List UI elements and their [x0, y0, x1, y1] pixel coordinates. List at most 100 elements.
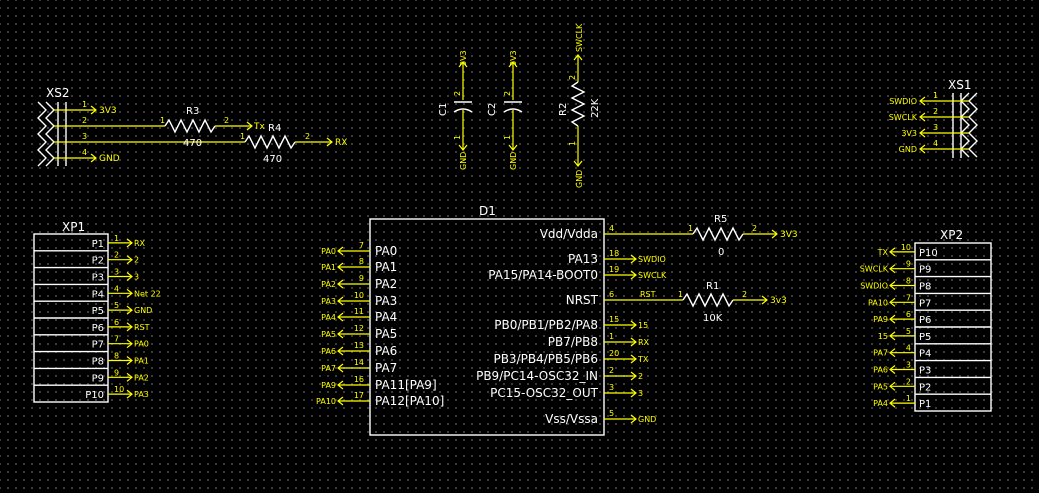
- d1-right-pin-num: 6: [609, 290, 614, 299]
- r4-zigzag: [244, 134, 296, 150]
- resistor-r3[interactable]: R3 1 2 Tx 470: [160, 106, 265, 149]
- xp2-net-label: SWDIO: [860, 282, 888, 291]
- xp1-net-label: Net 22: [134, 289, 161, 298]
- xs2-pin-num-1: 1: [82, 100, 87, 109]
- c1-top-net: 3V3: [459, 50, 468, 66]
- d1-right-pin-name: Vss/Vssa: [545, 412, 598, 426]
- xs2-arrow-4: [90, 153, 97, 163]
- xs2-body-mid: [45, 101, 55, 167]
- xp2-net-label: PA6: [873, 366, 888, 375]
- xp2-pin-label: P2: [919, 382, 931, 393]
- c2-pin1: 1: [503, 135, 512, 140]
- xp2-net-label: PA5: [873, 382, 888, 391]
- d1-body: [369, 218, 605, 436]
- d1-left-net-label: PA5: [321, 330, 336, 339]
- r4-ref: R4: [268, 123, 281, 134]
- r2-pin2: 2: [568, 75, 577, 80]
- resistor-r5[interactable]: R5 1 2 3V3 0: [604, 214, 798, 258]
- xp2-pin-arrow: [889, 297, 896, 307]
- d1-left-net-label: PA0: [321, 247, 336, 256]
- xp1-pin-num: 10: [114, 385, 124, 394]
- xs2-pin-num-4: 4: [82, 148, 87, 157]
- xp1-net-label: 2: [134, 256, 139, 265]
- d1-left-pin-name: PA7: [375, 361, 397, 375]
- d1-left-pin-num: 11: [354, 307, 364, 316]
- xp1-pin-label: P5: [92, 306, 104, 317]
- xp1-net-label: PA1: [134, 357, 149, 366]
- connector-xs1[interactable]: XS1 1 2 3 4 SWDIO SWCLK 3V3 GND: [889, 78, 978, 158]
- xp2-pin-num: 8: [906, 277, 911, 286]
- d1-left-pin-arrow: [337, 296, 344, 306]
- xp2-pin-label: P5: [919, 332, 931, 343]
- r4-pin2: 2: [305, 132, 310, 141]
- xp1-pin-num: 9: [114, 368, 119, 377]
- d1-left-pin-name: PA12[PA10]: [375, 394, 444, 408]
- r2-ref: R2: [558, 103, 569, 116]
- capacitor-c2[interactable]: 3V3 2 C2 1 GND: [487, 50, 523, 170]
- d1-left-pin-arrow: [337, 380, 344, 390]
- mcu-d1[interactable]: D1 PA07PA0PA18PA1PA29PA2PA310PA3PA411PA4…: [316, 204, 667, 436]
- xp2-pin-num: 4: [906, 344, 911, 353]
- d1-left-net-label: PA7: [321, 364, 336, 373]
- d1-right-net-label: 2: [638, 372, 643, 381]
- r2-pin1: 1: [568, 141, 577, 146]
- xs2-pin-num-2: 2: [82, 116, 87, 125]
- xp1-pin-arrow: [126, 255, 133, 265]
- r3-zigzag: [164, 118, 216, 134]
- r2-bottom-net: GND: [575, 170, 584, 188]
- r5-pin2: 2: [752, 224, 757, 233]
- xp1-pin-arrow: [126, 372, 133, 382]
- r1-pin1: 1: [678, 290, 683, 299]
- r3-net: Tx: [253, 122, 265, 132]
- xp2-net-label: PA9: [873, 315, 888, 324]
- d1-right-pin-name: PC15-OSC32_OUT: [490, 386, 598, 400]
- r3-pin2: 2: [224, 116, 229, 125]
- c1-plate-bottom: [453, 108, 473, 113]
- xp2-net-label: PA4: [873, 399, 888, 408]
- xp1-net-label: PA2: [134, 373, 149, 382]
- connector-xp2[interactable]: XP2 P1010TXP99SWCLKP88SWDIOP77PA10P66PA9…: [860, 228, 992, 412]
- xp2-pin-label: P7: [919, 298, 931, 309]
- d1-left-pin-name: PA5: [375, 327, 397, 341]
- d1-right-net-label: RST: [640, 290, 656, 299]
- resistor-r4[interactable]: R4 1 2 RX 470: [240, 123, 347, 165]
- c1-pin2: 2: [453, 91, 462, 96]
- r2-value: 22K: [590, 98, 601, 118]
- xp1-pin-arrow: [126, 322, 133, 332]
- c1-pin1: 1: [453, 135, 462, 140]
- xp1-pin-num: 2: [114, 251, 119, 260]
- xp2-pin-num: 3: [906, 361, 911, 370]
- c1-ref: C1: [438, 103, 449, 116]
- xp2-pin-arrow: [889, 381, 896, 391]
- r4-net: RX: [335, 138, 347, 148]
- d1-right-pin-name: PB9/PC14-OSC32_IN: [476, 369, 598, 383]
- d1-right-pin-num: 15: [609, 315, 619, 324]
- xp2-pin-arrow: [889, 247, 896, 257]
- xp1-pin-arrow: [126, 356, 133, 365]
- xp2-pin-arrow: [889, 348, 896, 358]
- d1-right-pin-name: NRST: [566, 293, 599, 307]
- xp1-pin-arrow: [126, 339, 133, 349]
- c2-top-net: 3V3: [509, 50, 518, 66]
- xp1-pin-num: 8: [114, 352, 119, 361]
- r3-value: 470: [183, 138, 202, 149]
- xp2-net-label: 15: [878, 332, 888, 341]
- resistor-r2[interactable]: SWCLK 2 R2 22K 1 GND: [558, 23, 601, 188]
- c2-ref: C2: [487, 103, 498, 116]
- xp2-pin-label: P6: [919, 315, 931, 326]
- capacitor-c1[interactable]: 3V3 2 C1 1 GND: [438, 50, 473, 170]
- r1-value: 10K: [703, 313, 723, 324]
- r1-arrow: [761, 295, 768, 305]
- resistor-r1[interactable]: R1 1 2 3v3 10K: [604, 281, 787, 324]
- r5-arrow: [771, 229, 778, 239]
- d1-right-pin-num: 3: [609, 383, 614, 392]
- xs1-ref: XS1: [948, 78, 971, 92]
- d1-right-net-label: RX: [638, 338, 650, 347]
- d1-left-pin-name: PA4: [375, 310, 397, 324]
- d1-left-pin-arrow: [337, 396, 344, 406]
- xp1-net-label: GND: [134, 306, 152, 315]
- connector-xs2[interactable]: XS2 1 2 3 4 3V3 GND: [37, 86, 245, 167]
- r4-pin1: 1: [240, 132, 245, 141]
